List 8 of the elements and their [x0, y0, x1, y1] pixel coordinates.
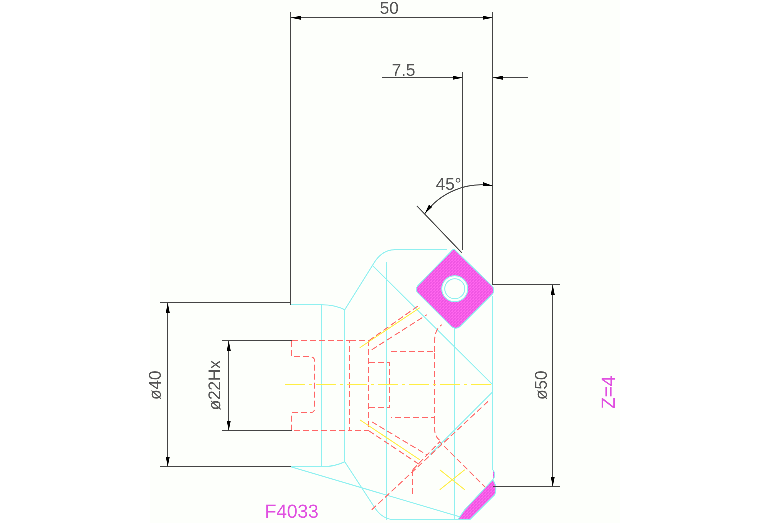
dimension-label: ø22Hx — [206, 360, 224, 410]
dimension-label: 7.5 — [392, 62, 416, 79]
tooth-count-label: Z=4 — [600, 375, 619, 409]
dimension-label: 50 — [380, 0, 399, 17]
dimension-label: ø40 — [146, 370, 164, 400]
part-number-label: F4033 — [265, 503, 319, 522]
dimension-label: ø50 — [532, 370, 550, 400]
angle-label: 45° — [436, 176, 462, 193]
